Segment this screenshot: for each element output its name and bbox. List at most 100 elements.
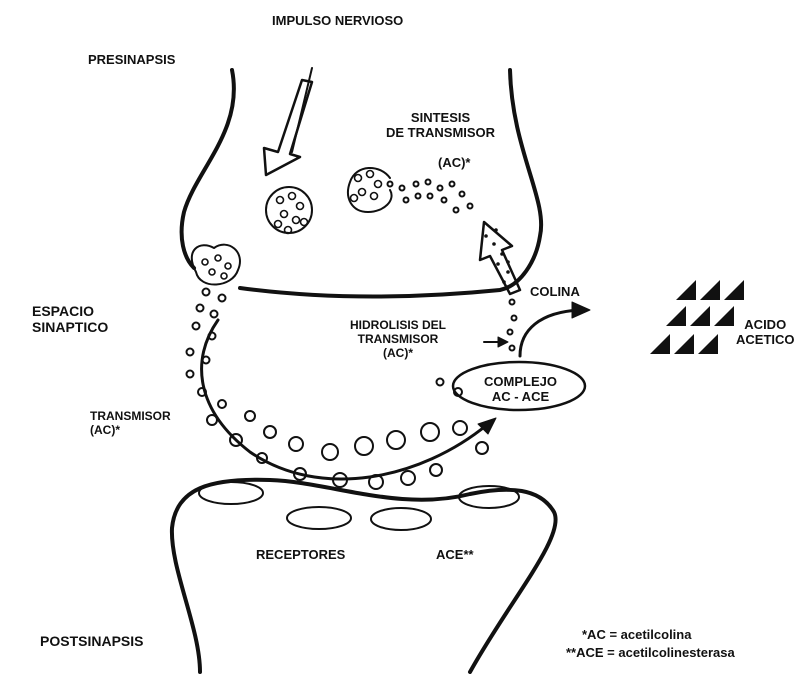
- transmitter-molecule: [508, 330, 513, 335]
- ac-top-label: (AC)*: [438, 155, 471, 170]
- synaptic-space-label: ESPACIO SINAPTICO: [32, 303, 108, 335]
- transmitter-molecule: [437, 379, 444, 386]
- transmitter-dot: [275, 221, 282, 228]
- transmitter-molecule: [442, 198, 447, 203]
- transmitter-dot: [367, 171, 374, 178]
- transmitter-molecule: [510, 346, 515, 351]
- transmitter-molecule: [219, 295, 226, 302]
- transmitter-molecule: [218, 400, 226, 408]
- transmitter-molecule: [400, 186, 405, 191]
- transmitter-molecule: [476, 442, 488, 454]
- transmitter-molecule: [512, 316, 517, 321]
- synaptic-space-line-2: SINAPTICO: [32, 319, 108, 335]
- choline-arrow: [520, 310, 580, 356]
- transmitter-dot: [209, 269, 215, 275]
- footnote-ace: **ACE = acetilcolinesterasa: [566, 645, 735, 660]
- acetic-acid-line-2: ACETICO: [736, 332, 795, 347]
- postsynapse-label: POSTSINAPSIS: [40, 634, 143, 649]
- acetic-acid-line-1: ACIDO: [736, 317, 795, 332]
- complex-line-2: AC - ACE: [484, 389, 557, 404]
- transmitter-dot: [351, 195, 358, 202]
- transmitter-molecule: [264, 426, 276, 438]
- choline-dot: [496, 262, 500, 266]
- transmitter-molecule: [428, 194, 433, 199]
- transmitter-molecule: [289, 437, 303, 451]
- transmitter-molecule: [211, 311, 218, 318]
- presynaptic-membrane: [182, 70, 542, 297]
- docked-vesicle: [192, 245, 240, 285]
- transmitter-dot: [277, 197, 284, 204]
- transmitter-synthesis-line-2: DE TRANSMISOR: [386, 125, 495, 140]
- transmitter-dot: [289, 193, 296, 200]
- acetic-acid-triangle: [650, 334, 670, 354]
- transmitter-dot: [225, 263, 231, 269]
- transmitter-molecule: [203, 289, 210, 296]
- acetic-acid-triangle: [714, 306, 734, 326]
- transmitter-hydrolysis-line-2: TRANSMISOR: [350, 332, 446, 346]
- receptors-label: RECEPTORES: [256, 547, 345, 562]
- footnote-ac: *AC = acetilcolina: [582, 627, 691, 642]
- transmitter-dot: [375, 181, 382, 188]
- synaptic-space-line-1: ESPACIO: [32, 303, 108, 319]
- complex-label: COMPLEJO AC - ACE: [484, 374, 557, 404]
- transmitter-hydrolysis-label: HIDROLISIS DEL TRANSMISOR (AC)*: [350, 318, 446, 360]
- transmitter-molecule: [430, 464, 442, 476]
- complex-line-1: COMPLEJO: [484, 374, 557, 389]
- transmitter-molecule: [404, 198, 409, 203]
- transmitter-line-1: TRANSMISOR: [90, 409, 171, 423]
- acetic-acid-triangle: [676, 280, 696, 300]
- transmitter-molecule: [401, 471, 415, 485]
- acetic-acid-triangle: [674, 334, 694, 354]
- transmitter-dot: [215, 255, 221, 261]
- transmitter-molecule: [510, 300, 515, 305]
- acetic-acid-triangle: [666, 306, 686, 326]
- acetic-acid-label: ACIDO ACETICO: [736, 317, 795, 347]
- transmitter-dot: [221, 273, 227, 279]
- choline-arrowhead: [572, 302, 590, 318]
- acetic-acid-triangle: [700, 280, 720, 300]
- transmitter-molecule: [426, 180, 431, 185]
- transmitter-molecule: [197, 305, 204, 312]
- choline-dot: [500, 252, 504, 256]
- transmitter-molecule: [193, 323, 200, 330]
- transmitter-synthesis-line-1: SINTESIS: [386, 110, 495, 125]
- transmitter-dot: [281, 211, 288, 218]
- transmitter-molecule: [453, 421, 467, 435]
- choline-dot: [492, 242, 496, 246]
- transmitter-molecule: [355, 437, 373, 455]
- transmitter-molecule: [421, 423, 439, 441]
- transmitter-molecule: [454, 208, 459, 213]
- choline-dot: [494, 228, 498, 232]
- choline-dot: [506, 270, 510, 274]
- transmitter-hydrolysis-line-3: (AC)*: [350, 346, 446, 360]
- transmitter-molecule: [207, 415, 217, 425]
- transmitter-synthesis-label: SINTESIS DE TRANSMISOR: [386, 110, 495, 140]
- transmitter-dot: [202, 259, 208, 265]
- postsynaptic-membrane: [172, 480, 556, 672]
- nerve-impulse-label: IMPULSO NERVIOSO: [272, 13, 403, 28]
- transmitter-molecule: [460, 192, 465, 197]
- receptor-ellipses: [199, 482, 519, 530]
- transmitter-molecule: [416, 194, 421, 199]
- transmitter-molecule: [468, 204, 473, 209]
- acetic-acid-molecules: [650, 280, 744, 354]
- transmitter-molecule: [438, 186, 443, 191]
- transmitter-dot: [297, 203, 304, 210]
- choline-dot: [502, 280, 506, 284]
- acetic-acid-triangle: [724, 280, 744, 300]
- presynapse-label: PRESINAPSIS: [88, 52, 175, 67]
- transmitter-molecule: [387, 431, 405, 449]
- transmitter-dot: [293, 217, 300, 224]
- transmitter-molecule: [388, 182, 393, 187]
- transmitter-dot: [301, 219, 308, 226]
- transmitter-molecule: [245, 411, 255, 421]
- transmitter-line-2: (AC)*: [90, 423, 171, 437]
- transmitter-hydrolysis-line-1: HIDROLISIS DEL: [350, 318, 446, 332]
- transmitter-dot: [359, 189, 366, 196]
- synthesis-vesicle: [348, 168, 392, 212]
- transmitter-molecule: [322, 444, 338, 460]
- transmitter-molecule: [203, 357, 210, 364]
- choline-dot: [484, 234, 488, 238]
- transmitter-molecule: [187, 371, 194, 378]
- transmitter-dot: [371, 193, 378, 200]
